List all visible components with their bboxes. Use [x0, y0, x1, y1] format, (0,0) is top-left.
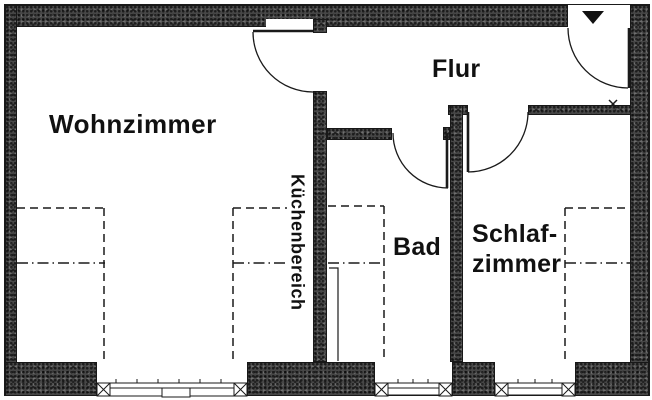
window-wohnzimmer	[96, 379, 248, 398]
window-post-icon	[374, 382, 389, 397]
dormer-lines-schlafzimmer	[564, 207, 630, 362]
window-post-icon	[438, 382, 453, 397]
wall-bottom-segment-3	[452, 362, 495, 396]
dormer-lines-bad	[328, 205, 385, 362]
window-post-icon	[494, 382, 509, 397]
window-post-icon	[96, 382, 111, 397]
window-post-icon	[233, 382, 248, 397]
wall-bottom-segment-2	[247, 362, 375, 396]
label-bad: Bad	[393, 233, 442, 261]
wall-left	[5, 5, 17, 396]
outer-outline	[4, 4, 650, 396]
door-wohnzimmer	[252, 29, 314, 93]
dormer-lines-wohnzimmer	[17, 207, 288, 362]
window-schlafzimmer	[494, 379, 576, 397]
entrance-arrow-icon	[582, 11, 604, 24]
wall-bottom-segment-4	[575, 362, 649, 396]
door-entrance	[567, 27, 631, 89]
window-post-icon	[561, 382, 576, 397]
wall-right	[630, 5, 649, 396]
label-schlafzimmer-line2: zimmer	[472, 250, 562, 278]
label-flur: Flur	[432, 55, 481, 83]
knee-wall-line-bad	[329, 267, 339, 361]
wall-bad-schlafzimmer	[450, 105, 463, 362]
label-wohnzimmer: Wohnzimmer	[49, 109, 217, 139]
label-kuechenbereich: Küchenbereich	[287, 174, 308, 311]
window-bad	[374, 379, 453, 397]
wall-flur-schlafzimmer	[528, 105, 631, 115]
door-leaf-recess-wohnzimmer	[266, 19, 313, 27]
wall-bottom-segment-1	[5, 362, 97, 396]
door-schlafzimmer	[466, 111, 529, 173]
door-opening-wohnzimmer	[313, 32, 327, 92]
wall-flur-bad	[327, 128, 392, 140]
door-jamb-bad	[443, 127, 450, 140]
label-schlafzimmer: Schlaf- zimmer	[472, 219, 561, 279]
door-bad	[392, 132, 449, 189]
label-schlafzimmer-line1: Schlaf-	[472, 220, 558, 248]
